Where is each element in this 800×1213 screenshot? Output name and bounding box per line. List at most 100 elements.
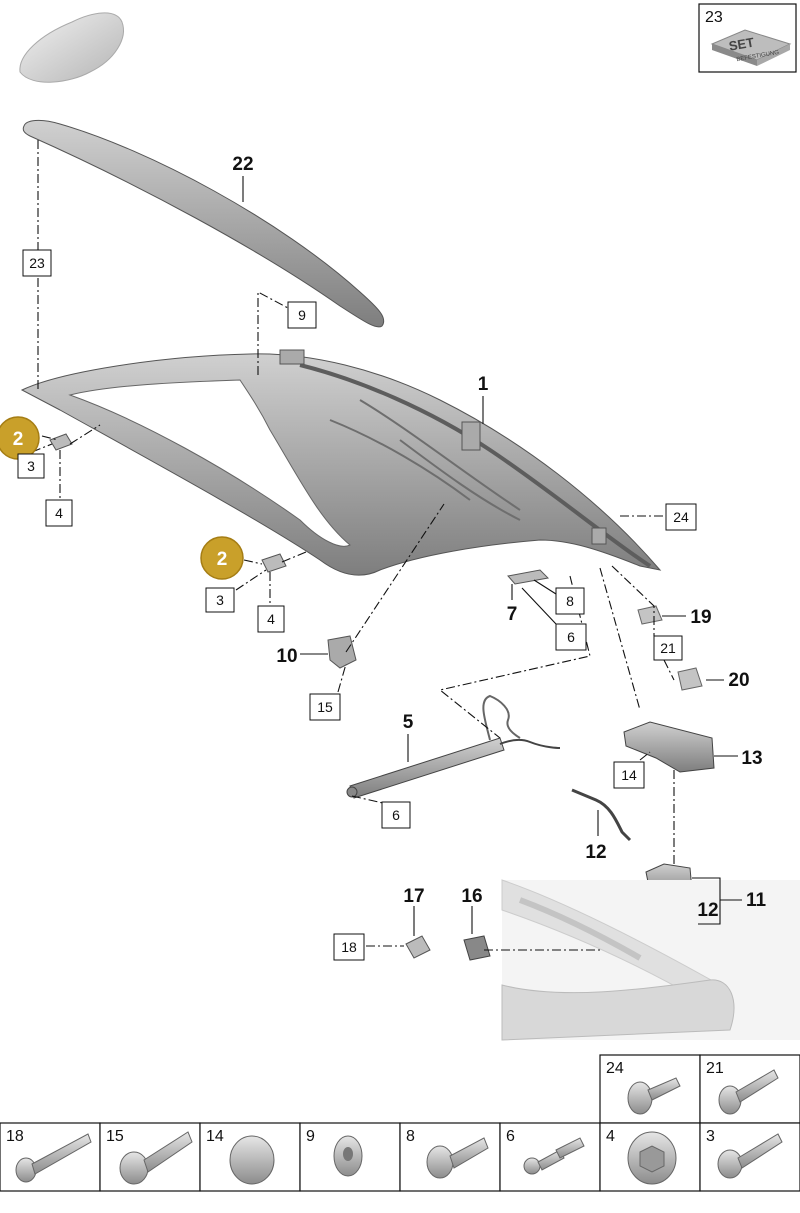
gas-strut-part-5 — [346, 694, 561, 799]
svg-text:9: 9 — [306, 1128, 315, 1145]
callout-box-3a: 3 — [17, 453, 45, 479]
set-badge-icon: SET BEFESTIGUNG — [710, 29, 792, 66]
svg-text:15: 15 — [106, 1128, 124, 1145]
callout-box-9: 9 — [287, 301, 317, 329]
callout-box-3b: 3 — [205, 587, 235, 613]
svg-text:4: 4 — [606, 1128, 615, 1145]
clip-part-17 — [405, 935, 431, 959]
callout-box-18: 18 — [333, 933, 365, 961]
callout-box-8: 8 — [555, 587, 585, 615]
leader-14 — [639, 751, 675, 866]
callout-1: 1 — [478, 374, 489, 395]
leader-3a — [69, 424, 101, 445]
leader-11-bracket — [692, 877, 742, 925]
bolt-icon — [718, 1069, 779, 1115]
bracket-part-2a — [49, 433, 73, 451]
svg-text:14: 14 — [621, 767, 637, 783]
callout-box-6b: 6 — [381, 801, 411, 829]
svg-text:3: 3 — [216, 592, 224, 608]
car-silhouette-icon — [19, 12, 124, 83]
callout-13: 13 — [741, 748, 762, 769]
svg-text:2: 2 — [217, 549, 228, 570]
leader-9 — [257, 291, 289, 375]
callout-5: 5 — [403, 712, 414, 733]
callout-box-24: 24 — [665, 503, 697, 531]
svg-text:21: 21 — [706, 1060, 724, 1077]
strut-bracket-part-7 — [507, 569, 550, 585]
cap-part-20 — [677, 667, 703, 691]
svg-text:3: 3 — [27, 458, 35, 474]
bracket-part-2b — [261, 553, 287, 573]
leader-15 — [345, 503, 445, 653]
callout-box-6a: 6 — [555, 623, 587, 651]
leader-18 — [366, 945, 600, 951]
leader-7-8-6 — [511, 579, 557, 625]
callout-box-4b: 4 — [257, 605, 285, 633]
fastener-cell-15: 15 — [99, 1122, 201, 1192]
screw-long-icon — [15, 1133, 92, 1183]
nut-cap-icon — [333, 1135, 363, 1177]
rivet-cap-icon — [229, 1135, 275, 1185]
callout-10: 10 — [276, 646, 297, 667]
svg-text:6: 6 — [506, 1128, 515, 1145]
bolt-short-icon — [426, 1137, 489, 1179]
leader-15b — [337, 663, 347, 693]
svg-text:3: 3 — [706, 1128, 715, 1145]
leader-3b — [281, 551, 307, 563]
callout-17: 17 — [403, 886, 424, 907]
fastener-table: 24 21 18 15 — [0, 1054, 800, 1192]
callout-box-15: 15 — [309, 693, 341, 721]
callout-16: 16 — [461, 886, 482, 907]
fastener-cell-6: 6 — [499, 1122, 601, 1192]
svg-text:24: 24 — [673, 509, 689, 525]
leader-19-20 — [662, 615, 724, 681]
callout-box-21: 21 — [653, 635, 683, 661]
torx-bolt-icon — [119, 1131, 193, 1185]
lock-part-13 — [623, 721, 715, 773]
leader-6a — [438, 575, 591, 739]
fastener-cell-9: 9 — [299, 1122, 401, 1192]
set-fastening-box: 23 SET BEFESTIGUNG — [698, 3, 797, 73]
callout-12a: 12 — [585, 842, 606, 863]
svg-text:4: 4 — [267, 611, 275, 627]
svg-text:15: 15 — [317, 699, 333, 715]
leader-13 — [599, 567, 641, 711]
car-body-reference — [501, 879, 800, 1041]
svg-text:21: 21 — [660, 640, 676, 656]
callout-badge-2a: 2 — [0, 416, 40, 460]
callout-11: 11 — [746, 890, 767, 911]
fastener-cell-8: 8 — [399, 1122, 501, 1192]
cable-part-12 — [571, 788, 632, 842]
svg-text:24: 24 — [606, 1060, 624, 1077]
svg-text:9: 9 — [298, 307, 306, 323]
fastener-cell-24: 24 — [599, 1054, 701, 1124]
callout-box-14: 14 — [613, 761, 645, 789]
fastener-cell-14: 14 — [199, 1122, 301, 1192]
callout-7: 7 — [507, 604, 518, 625]
callout-19: 19 — [690, 607, 711, 628]
svg-text:2: 2 — [13, 429, 24, 450]
rear-spoiler-part — [22, 119, 385, 328]
hex-nut-icon — [627, 1131, 677, 1185]
svg-text:8: 8 — [566, 593, 574, 609]
fastener-cell-4: 4 — [599, 1122, 701, 1192]
callout-badge-2b: 2 — [200, 536, 244, 580]
fastener-cell-21: 21 — [699, 1054, 800, 1124]
svg-text:23: 23 — [29, 255, 45, 271]
leader-2b — [235, 559, 271, 606]
fastener-cell-3: 3 — [699, 1122, 800, 1192]
svg-text:4: 4 — [55, 505, 63, 521]
clip-part-16 — [463, 935, 491, 961]
callout-box-23: 23 — [22, 249, 52, 277]
bolt-icon — [717, 1133, 783, 1179]
cap-part-19 — [637, 605, 663, 625]
svg-text:18: 18 — [6, 1128, 24, 1145]
callout-22: 22 — [232, 154, 253, 175]
set-box-number: 23 — [705, 9, 723, 26]
svg-text:6: 6 — [567, 629, 575, 645]
fastener-cell-18: 18 — [0, 1122, 101, 1192]
svg-text:6: 6 — [392, 807, 400, 823]
hinge-part-10 — [327, 635, 357, 669]
svg-text:8: 8 — [406, 1128, 415, 1145]
